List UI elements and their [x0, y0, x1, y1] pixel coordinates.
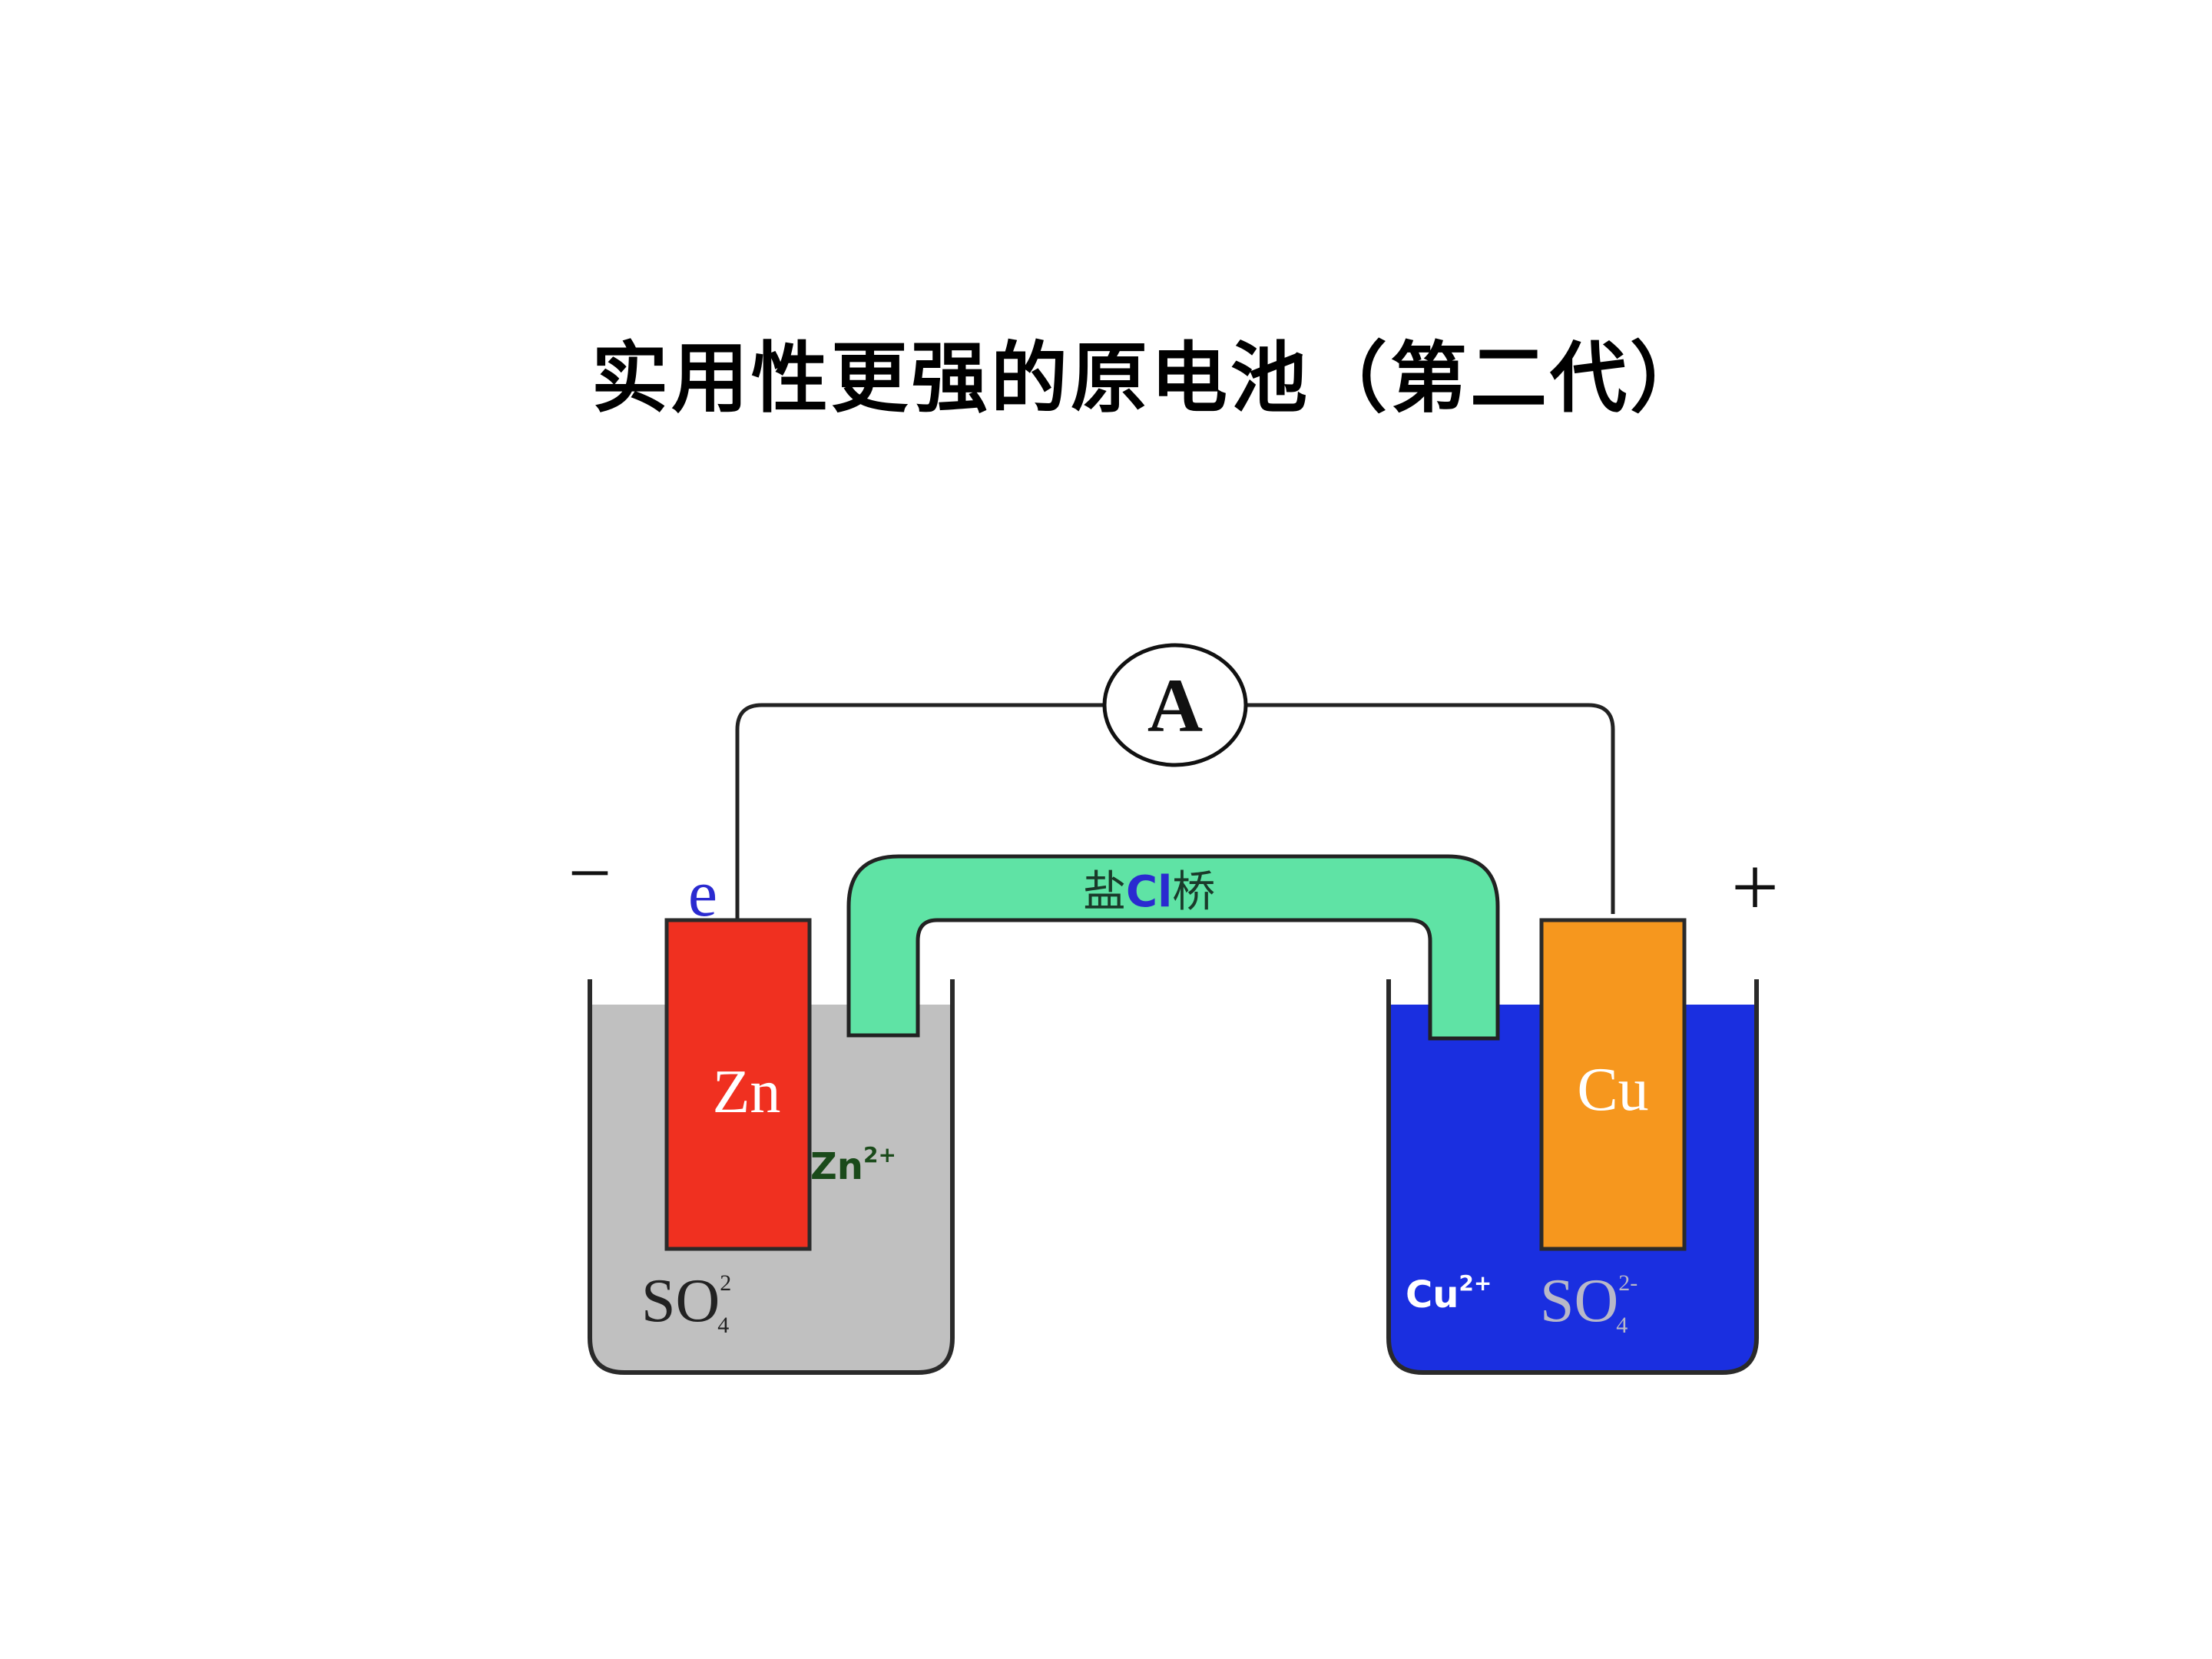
copper-ion: Cu2+ — [1406, 1270, 1492, 1316]
slide-title: 实用性更强的原电池（第二代） — [591, 333, 1710, 423]
ammeter-circle — [1102, 643, 1248, 767]
copper-electrode — [1539, 918, 1687, 1251]
chloride-ion: Cl — [1126, 867, 1172, 917]
positive-terminal-sign: + — [1731, 840, 1779, 934]
copper-electrode-label: Cu — [1577, 1056, 1648, 1124]
external-wire — [735, 703, 1615, 926]
electron-symbol: e — [688, 856, 717, 930]
zinc-ion: Zn2+ — [810, 1142, 896, 1188]
left-beaker-outline — [588, 979, 955, 1375]
right-beaker-outline — [1386, 979, 1759, 1375]
zinc-electrode-label: Zn — [713, 1058, 781, 1126]
ammeter-label: A — [1147, 663, 1203, 748]
salt-bridge-label: 盐Cl桥 — [1083, 867, 1215, 917]
salt-bridge — [846, 854, 1500, 1041]
ammeter: A — [1102, 643, 1248, 767]
negative-terminal-sign: − — [568, 830, 611, 916]
zinc-electrode — [664, 918, 812, 1251]
sulfate-ion-right: SO2-4 — [1540, 1267, 1637, 1338]
